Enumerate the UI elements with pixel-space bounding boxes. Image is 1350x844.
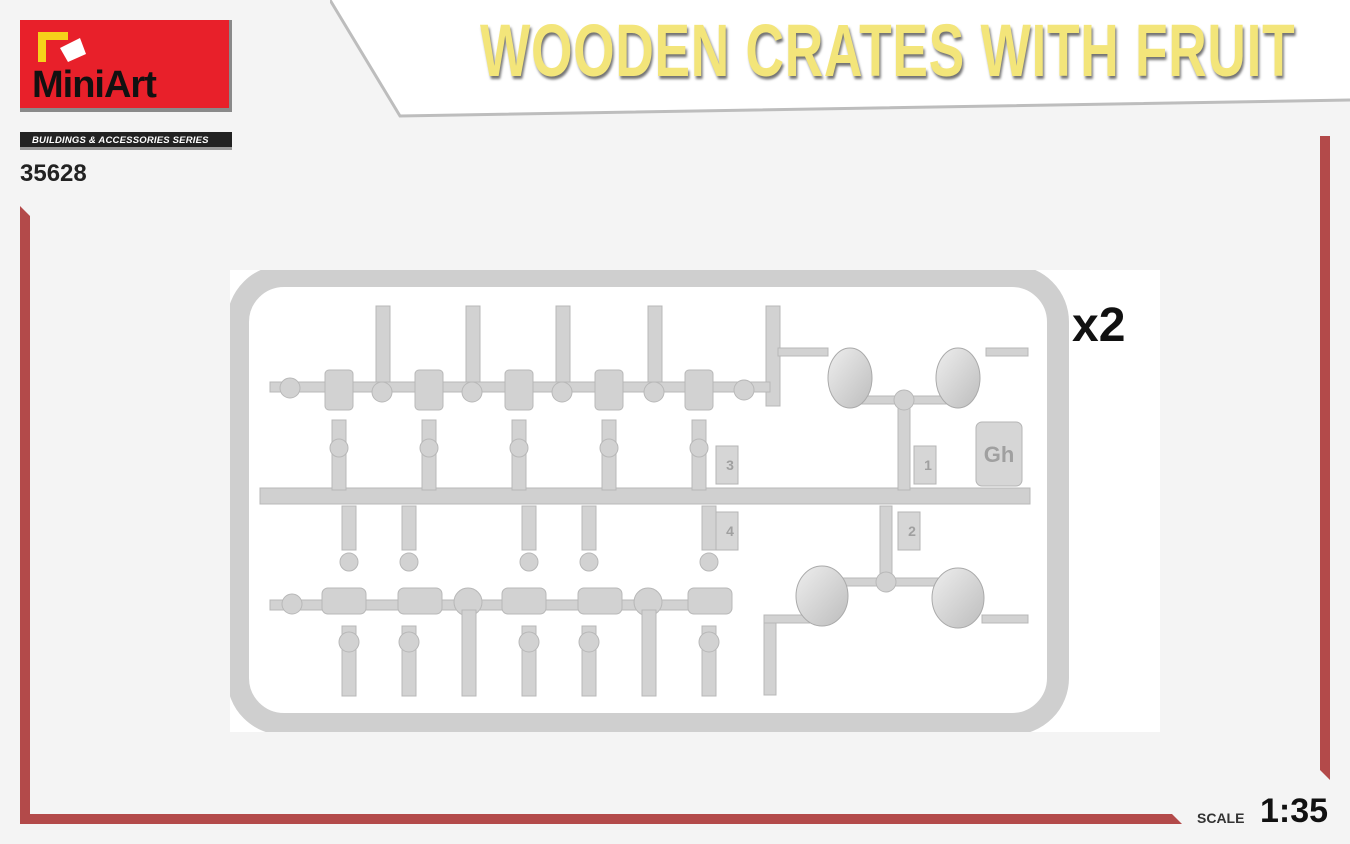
part-number-4: 4 [726, 523, 734, 539]
part-number-1: 1 [924, 457, 932, 473]
frame-right-bar [1320, 136, 1330, 780]
part-number-2: 2 [908, 523, 916, 539]
kit-number: 35628 [20, 160, 87, 187]
sprue-quantity: x2 [1072, 299, 1126, 352]
frame-left-bar [20, 206, 30, 814]
fruit-parts [795, 347, 985, 629]
part-tag-3 [715, 445, 739, 485]
page-title: WOODEN CRATES WITH FRUIT [480, 9, 1296, 92]
sprue-drawing: 3 4 1 2 Gh [230, 270, 1069, 732]
upper-parts [324, 369, 714, 411]
frame-bottom-bar [20, 814, 1182, 824]
part-tag-1 [913, 445, 937, 485]
part-tag-2 [897, 511, 921, 551]
logo-mark-icon [38, 32, 86, 62]
sprue-letter: Gh [984, 442, 1015, 467]
series-label: BUILDINGS & ACCESSORIES SERIES [20, 132, 232, 150]
scale-label: SCALE [1197, 810, 1245, 826]
part-tag-4 [715, 511, 739, 551]
sprue-illustration: 3 4 1 2 Gh [230, 270, 1160, 732]
sprue-letter-tag [975, 421, 1023, 487]
scale-value: 1:35 [1260, 792, 1329, 830]
brand-logo: MiniArt [20, 20, 232, 112]
title-banner [330, 0, 1350, 118]
brand-name: MiniArt [32, 64, 157, 106]
part-number-3: 3 [726, 457, 734, 473]
